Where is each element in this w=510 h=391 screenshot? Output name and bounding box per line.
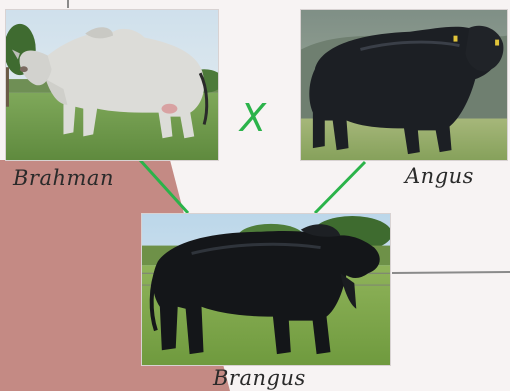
brahman-label: Brahman	[13, 166, 114, 190]
cross-symbol: X	[240, 98, 266, 138]
brangus-photo	[141, 213, 391, 366]
brangus-label: Brangus	[213, 366, 306, 390]
angus-photo	[300, 9, 508, 161]
brahman-photo	[5, 9, 219, 161]
connector-left	[140, 160, 188, 213]
angus-label: Angus	[405, 164, 474, 188]
connector-right	[315, 162, 365, 213]
